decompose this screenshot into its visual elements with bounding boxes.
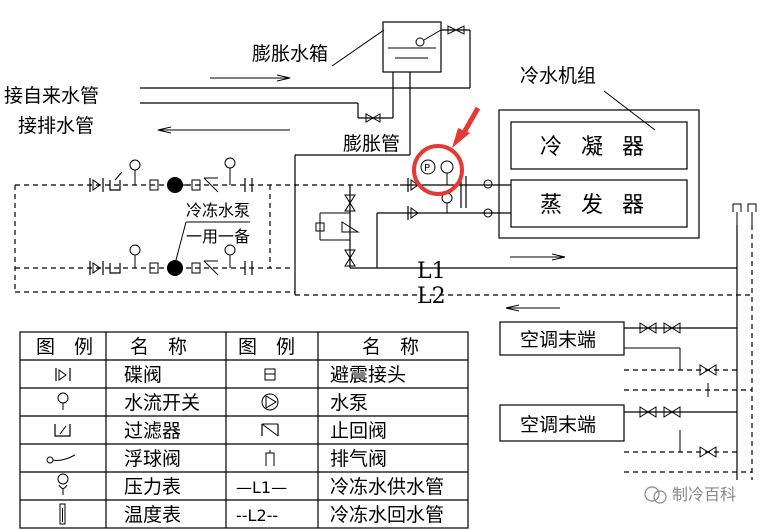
pump-row-lower [89, 244, 253, 276]
legend-name-right: 排气阀 [330, 448, 387, 470]
anti-vibration-joint-icon [264, 368, 276, 381]
watermark: 制冷百科 [644, 485, 736, 504]
legend-name-left: 碟阀 [124, 364, 162, 386]
legend-header-symbol-2: 图 例 [238, 336, 295, 358]
pump-row-upper [89, 157, 253, 193]
butterfly-valve-icon [55, 368, 71, 381]
pressure-gauge-icon [57, 473, 69, 495]
legend-name-right: 止回阀 [330, 420, 387, 442]
legend-name-right: 水泵 [330, 392, 368, 414]
legend-name-right: 避震接头 [330, 364, 406, 386]
legend-name-left: 温度表 [124, 504, 181, 526]
terminal-2-label: 空调末端 [520, 414, 596, 436]
l2-label: L2 [417, 284, 446, 309]
expansion-pipe-label: 膨胀管 [343, 133, 400, 155]
l1-label: L1 [417, 259, 446, 284]
terminal-1-label: 空调末端 [520, 329, 596, 351]
flow-switch-icon [57, 392, 69, 410]
legend-header-symbol-1: 图 例 [36, 336, 93, 358]
chiller-unit [498, 90, 700, 239]
water-supply-in-label: 接自来水管 [4, 85, 99, 107]
watermark-text: 制冷百科 [672, 485, 736, 504]
legend-name-left: 过滤器 [124, 420, 181, 442]
highlight-marker [412, 106, 481, 196]
legend-name-left: 压力表 [124, 476, 181, 498]
legend-table [19, 331, 469, 529]
pump-note-label: 一用一备 [186, 227, 250, 246]
chiller-unit-label: 冷水机组 [520, 65, 596, 87]
svg-text:P: P [424, 163, 430, 174]
air-vent-valve-icon [265, 450, 275, 466]
legend-l1-symbol: —L1— [236, 478, 287, 497]
terminal-1 [499, 321, 752, 397]
water-pump-icon [261, 393, 279, 411]
condenser-label: 冷 凝 器 [540, 135, 650, 160]
evaporator-label: 蒸 发 器 [540, 193, 650, 218]
float-valve-icon [46, 454, 76, 464]
pump-piping [14, 184, 400, 293]
drain-pipe-label: 接排水管 [18, 115, 94, 137]
legend-header-name-2: 名 称 [362, 336, 419, 358]
expansion-tank [382, 21, 471, 88]
legend-name-left: 浮球阀 [124, 448, 181, 470]
legend-name-right: 冷冻水供水管 [330, 476, 444, 498]
legend-name-right: 冷冻水回水管 [330, 504, 444, 526]
legend-l2-symbol: --L2-- [236, 506, 278, 525]
main-pipes [295, 203, 757, 480]
legend-name-left: 水流开关 [124, 392, 200, 414]
strainer-icon [54, 424, 71, 437]
chilled-pump-label: 冷冻水泵 [186, 201, 250, 220]
thermometer-icon [59, 503, 66, 525]
terminal-2 [499, 404, 752, 473]
chiller-connection: P [315, 159, 511, 268]
legend-header-name-1: 名 称 [130, 336, 187, 358]
expansion-tank-label: 膨胀水箱 [252, 43, 328, 65]
check-valve-icon [261, 423, 279, 437]
